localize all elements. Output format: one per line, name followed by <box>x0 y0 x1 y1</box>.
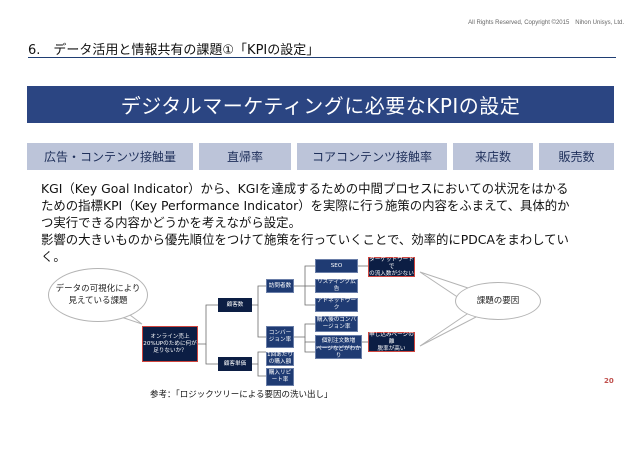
tree-node-page-clarity: ページなどがわかり <box>315 346 362 359</box>
tree-node-purchase-amount: 1回あたりの購入額 <box>266 352 294 366</box>
kpi-banner: デジタルマーケティングに必要なKPIの設定 <box>27 86 614 123</box>
problem-line: の流入数が少ない <box>369 270 414 277</box>
tree-node-order-increase: 個別注文数増 <box>315 335 362 347</box>
slide-title: 6. データ活用と情報共有の課題①「KPIの設定」 <box>28 43 320 58</box>
kpi-chip-store-visits: 来店数 <box>453 143 533 170</box>
tree-node-repeat-rate: 購入リピート率 <box>266 368 294 386</box>
banner-title: デジタルマーケティングに必要なKPIの設定 <box>120 94 521 118</box>
kpi-chip-bounce-rate: 直帰率 <box>199 143 291 170</box>
kpi-chip-core-content-rate: コアコンテンツ接触率 <box>297 143 447 170</box>
body-line: 影響の大きいものから優先順位をつけて施策を行っていくことで、効率的にPDCAをま… <box>41 232 569 247</box>
problem-line: 脱率が高い <box>377 345 406 352</box>
tree-node-ad-network: アドネットワーク <box>315 298 358 312</box>
problem-line: 申し込みページの離 <box>369 331 414 345</box>
callout-line: 見えている課題 <box>68 296 128 306</box>
tree-node-post-purchase-conversion: 購入後のコンバージョン率 <box>315 316 358 332</box>
page-number: 20 <box>604 377 614 385</box>
callout-right-text: 課題の要因 <box>476 296 520 306</box>
body-line: ための指標KPI（Key Performance Indicator）を実際に行… <box>41 198 570 213</box>
root-line: 20%UPのために何が <box>143 340 197 347</box>
tree-node-unit-price: 顧客単価 <box>218 357 252 371</box>
root-line: 足りないか？ <box>153 347 187 354</box>
kpi-chip-sales: 販売数 <box>539 143 614 170</box>
copyright-notice: All Rights Reserved, Copyright ©2015 Nih… <box>468 20 624 26</box>
tree-problem-target-word: ターゲットワードで の流入数が少ない <box>368 257 415 277</box>
callout-tail-right-bottom <box>419 311 480 347</box>
body-line: く。 <box>41 249 66 264</box>
tree-node-conversion: コンバージョン率 <box>266 326 294 348</box>
tree-root-node: オンライン売上 20%UPのために何が 足りないか？ <box>142 326 198 362</box>
kpi-chip-contact-volume: 広告・コンテンツ接触量 <box>27 143 193 170</box>
callout-line: データの可視化により <box>55 284 141 294</box>
title-divider <box>28 57 616 58</box>
tree-node-seo: SEO <box>315 259 358 273</box>
problem-line: ターゲットワードで <box>369 256 414 270</box>
body-line: つ実行できる内容かどうかを考えながら設定。 <box>41 215 301 230</box>
reference-note: 参考：「ロジックツリーによる要因の洗い出し」 <box>150 390 333 400</box>
tree-node-customers: 顧客数 <box>218 298 252 312</box>
tree-node-listing-ads: リスティング広告 <box>315 279 358 293</box>
tree-node-visitors: 訪問者数 <box>266 279 294 293</box>
root-line: オンライン売上 <box>150 333 190 340</box>
body-text: KGI（Key Goal Indicator）から、KGIを達成するための中間プ… <box>41 180 601 265</box>
tree-problem-exit-rate: 申し込みページの離 脱率が高い <box>368 332 415 352</box>
callout-visible-issues: データの可視化により 見えている課題 <box>48 268 148 322</box>
body-line: KGI（Key Goal Indicator）から、KGIを達成するための中間プ… <box>41 181 569 196</box>
callout-issue-causes: 課題の要因 <box>455 282 541 320</box>
